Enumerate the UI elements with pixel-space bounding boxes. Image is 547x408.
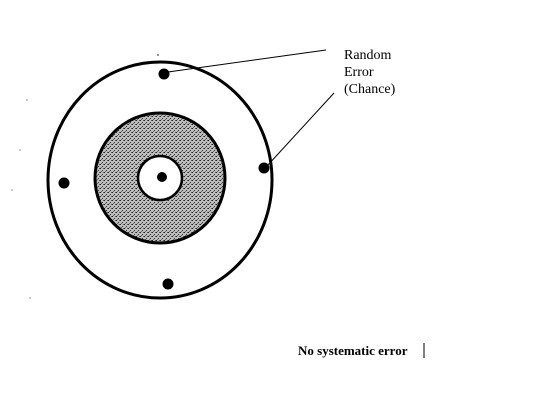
callout-line-right bbox=[266, 92, 335, 167]
callout-line-top bbox=[167, 49, 327, 73]
speck bbox=[19, 149, 21, 151]
callout-label-line2: Error bbox=[344, 65, 374, 80]
shot-dot-bottom bbox=[162, 278, 174, 290]
speck bbox=[26, 99, 28, 101]
callout-label-line3: (Chance) bbox=[344, 82, 396, 97]
shot-dot-left bbox=[58, 177, 70, 189]
outer-ring bbox=[46, 60, 274, 300]
speck bbox=[157, 54, 159, 56]
shot-dot-top bbox=[158, 68, 170, 80]
speck bbox=[11, 189, 13, 191]
callout-label-line1: Random bbox=[344, 48, 392, 63]
caption: No systematic error bbox=[298, 343, 408, 358]
shot-dot-right bbox=[258, 162, 270, 174]
speck bbox=[29, 297, 31, 299]
center-dot bbox=[157, 172, 167, 182]
